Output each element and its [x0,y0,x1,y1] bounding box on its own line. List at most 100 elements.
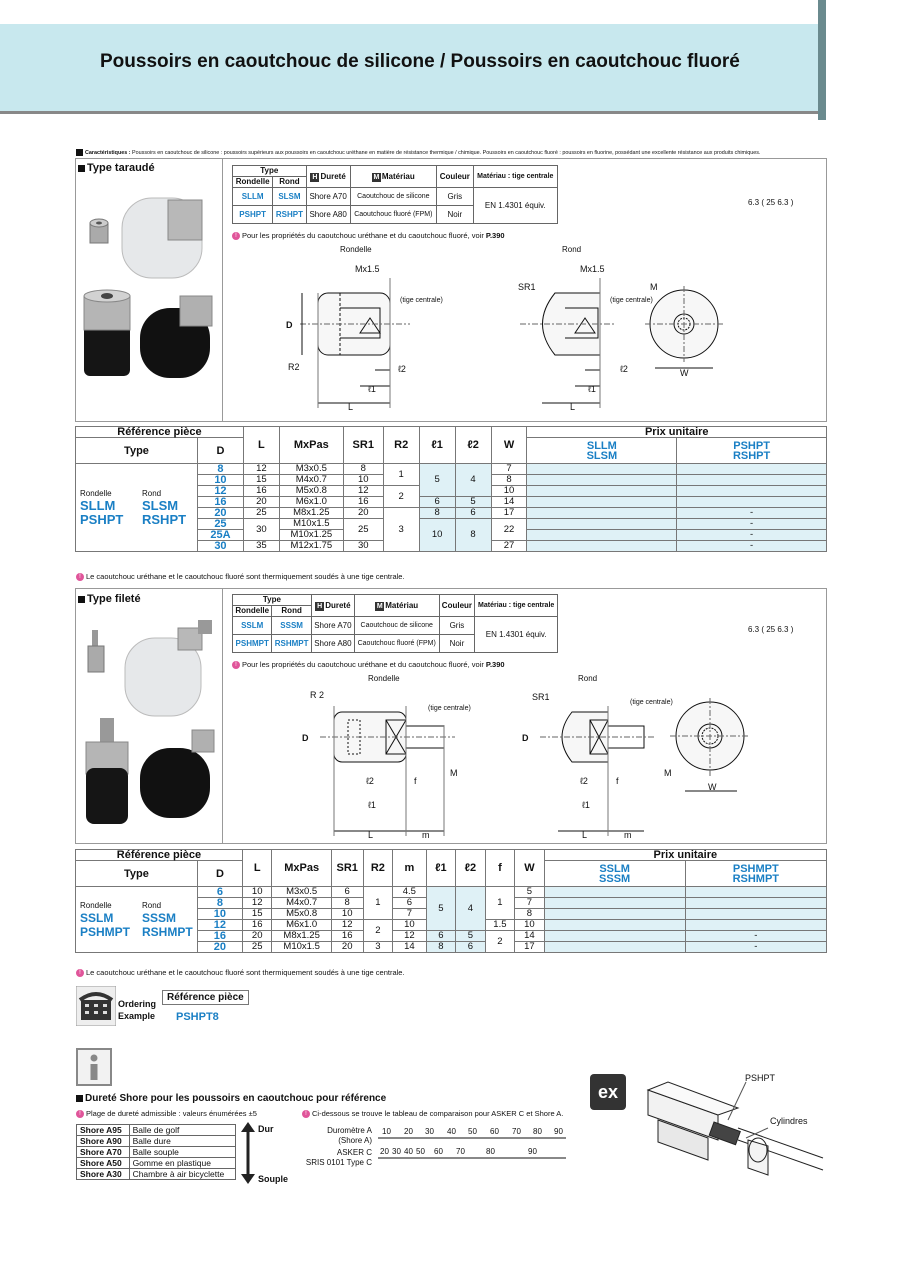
spec-cell: Noir [436,205,474,224]
threaded-technical-drawing: R 2 SR1 (tige centrale) (tige centrale) … [302,690,750,838]
spec-type-header: Type [232,594,312,606]
hardness-souple-label: Souple [258,1174,289,1184]
table2-note: !Le caoutchouc uréthane et le caoutchouc… [76,968,405,978]
col-header-r2: R2 [362,849,394,887]
drawing-label-rond: Rond [562,245,582,254]
col-header-sr1: SR1 [342,426,384,464]
spec-cell: Shore A80 [305,205,351,224]
svg-text:ℓ2: ℓ2 [366,776,374,786]
spec-cell: Gris [438,616,476,635]
tapped-product-photo [83,197,213,378]
threaded-photo-column [75,588,223,844]
svg-text:D: D [522,733,529,743]
svg-text:(tige centrale): (tige centrale) [400,297,443,304]
svg-text:L: L [348,402,353,412]
example-badge: ex [590,1074,626,1110]
svg-text:ℓ2: ℓ2 [580,776,588,786]
spec-rondelle-header: Rondelle [231,605,273,617]
col-header-type: Type [75,437,198,464]
example-assembly-drawing [646,1081,824,1176]
svg-text:f: f [616,776,619,786]
col-header-f: f [484,849,516,887]
col-header-l1: ℓ1 [425,849,457,887]
threaded-title: Type fileté [78,593,141,605]
svg-text:90: 90 [554,1127,563,1136]
col-header-m: m [392,849,427,887]
ordering-ref-value: PSHPT8 [176,1011,219,1023]
svg-text:D: D [286,320,293,330]
spec-cell: Caoutchouc fluoré (FPM) [349,205,438,224]
header-banner [0,24,818,114]
col-header-w: W [514,849,545,887]
svg-text:(tige centrale): (tige centrale) [428,705,471,712]
svg-text:80: 80 [486,1147,495,1156]
svg-text:10: 10 [382,1127,391,1136]
spec-cell: Caoutchouc de silicone [349,187,438,206]
example-label-cylindres: Cylindres [770,1116,808,1126]
svg-text:Mx1.5: Mx1.5 [355,264,380,274]
features-line: Caractéristiques : Poussoirs en caoutcho… [76,149,836,157]
svg-text:D: D [302,733,309,743]
spec-couleur-header: Couleur [438,594,476,617]
col-header-mxpas: MxPas [278,426,344,464]
svg-text:W: W [680,368,689,378]
svg-text:m: m [422,830,430,838]
spec-tige-cell: EN 1.4301 équiv. [474,616,558,653]
col-header-w: W [490,426,528,464]
svg-text:ℓ2: ℓ2 [620,364,628,374]
svg-text:W: W [708,782,717,792]
col-header-ref: Référence pièce [75,426,244,438]
svg-text:60: 60 [490,1127,499,1136]
spec-cell: SSSM [271,616,312,635]
spec-cell: Noir [438,634,476,653]
spec-cell: SLLM [231,187,274,206]
svg-text:30: 30 [392,1147,401,1156]
svg-text:40: 40 [447,1127,456,1136]
spec-type-header: Type [232,165,307,177]
hardness-note-2: !Ci-dessous se trouve le tableau de comp… [302,1109,563,1119]
threaded-dimension-table: Référence pièce L MxPas SR1 R2 m ℓ1 ℓ2 f… [75,849,828,953]
scale-s-label: SRIS 0101 Type C [305,1158,372,1167]
spec-couleur-header: Couleur [436,165,474,188]
spec-cell: Shore A80 [310,634,355,653]
spec-cell: Caoutchouc de silicone [353,616,440,635]
svg-text:60: 60 [434,1147,443,1156]
spec-cell: RSHMPT [271,634,312,653]
header-shadow [818,0,826,120]
svg-text:M: M [664,768,672,778]
tapped-note: !Pour les propriétés du caoutchouc uréth… [232,231,505,241]
spec-rondelle-header: Rondelle [231,176,274,188]
col-header-l1: ℓ1 [418,426,456,464]
svg-text:50: 50 [468,1127,477,1136]
tapped-technical-drawing: Mx1.5 Mx1.5 (tige centrale) (tige centra… [286,264,725,412]
col-header-l: L [241,849,273,887]
spec-cell: SLSM [272,187,307,206]
tapped-title: Type taraudé [78,162,155,174]
col-header-l2: ℓ2 [455,849,486,887]
hardness-note-1: !Plage de dureté admissible : valeurs én… [76,1109,257,1119]
hardness-dur-label: Dur [258,1124,274,1134]
spec-cell: SSLM [231,616,273,635]
svg-text:ℓ1: ℓ1 [368,384,376,394]
features-label: Caractéristiques : [85,149,131,156]
col-header-mxpas: MxPas [271,849,332,887]
svg-text:f: f [414,776,417,786]
svg-text:(tige centrale): (tige centrale) [610,297,653,304]
svg-text:L: L [582,830,587,838]
spec-cell: Shore A70 [310,616,355,635]
svg-text:50: 50 [416,1147,425,1156]
